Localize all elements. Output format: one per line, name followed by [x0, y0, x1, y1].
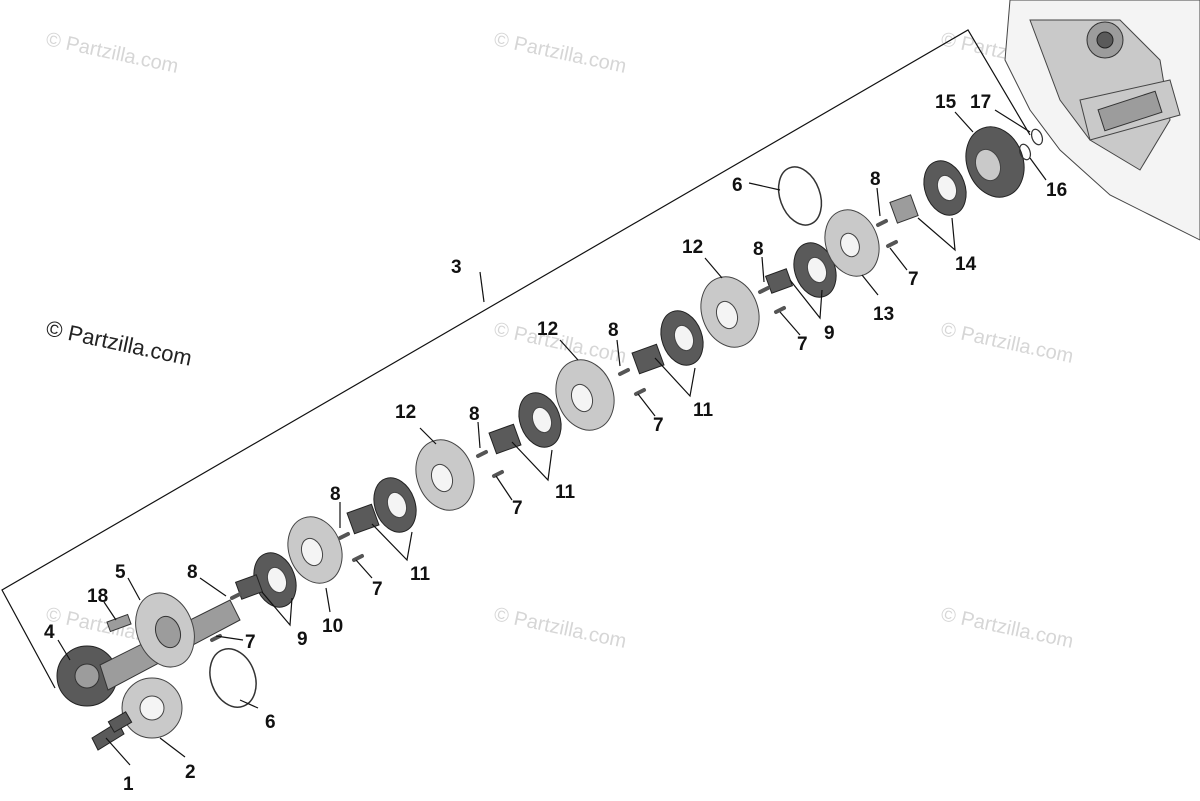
callout-8-e: 8: [753, 239, 764, 260]
callout-1: 1: [123, 774, 134, 795]
housing-13: [824, 209, 880, 277]
callout-11-a: 11: [410, 564, 431, 585]
callout-13: 13: [873, 304, 894, 325]
callout-8-a: 8: [187, 562, 198, 583]
callout-6-lower: 6: [265, 712, 276, 733]
rotor-9-upper: [764, 242, 837, 298]
housing-12-3: [700, 276, 760, 348]
callout-8-f: 8: [870, 169, 881, 190]
watermark-bottom-right: © Partzilla.com: [939, 603, 1075, 653]
callout-7-a: 7: [245, 632, 256, 653]
callout-2: 2: [185, 762, 196, 783]
rotor-11-2: [488, 392, 562, 455]
callout-4: 4: [44, 622, 55, 643]
callout-8-c: 8: [469, 404, 480, 425]
callout-12-c: 12: [682, 237, 703, 258]
callout-14: 14: [955, 254, 977, 275]
callout-12-b: 12: [537, 319, 558, 340]
callout-7-e: 7: [797, 334, 808, 355]
callout-8-b: 8: [330, 484, 341, 505]
housing-12-1: [415, 439, 475, 511]
callout-9-lower: 9: [297, 629, 308, 650]
o-ring-6-upper: [777, 166, 823, 226]
engine-housing: [1004, 0, 1200, 241]
callout-labels: 1 2 3 4 5 6 6 7 7 7 7 7 7 8 8 8 8 8 8 9 …: [44, 92, 1067, 795]
callout-9-upper: 9: [824, 323, 835, 344]
callout-3: 3: [451, 257, 462, 278]
callout-10: 10: [322, 616, 343, 637]
watermark-main: © Partzilla.com: [44, 315, 194, 370]
callout-12-a: 12: [395, 402, 416, 423]
bolt-1: [91, 711, 133, 751]
callout-16: 16: [1046, 180, 1067, 201]
callout-11-c: 11: [693, 400, 714, 421]
watermark-mid-right: © Partzilla.com: [939, 318, 1075, 368]
ring-17: [1030, 128, 1044, 146]
watermark-top-center: © Partzilla.com: [492, 28, 628, 78]
watermark-top-left: © Partzilla.com: [44, 28, 180, 78]
bolt-18: [106, 613, 132, 633]
callout-7-c: 7: [512, 498, 523, 519]
callout-17: 17: [970, 92, 991, 113]
callout-6-upper: 6: [732, 175, 743, 196]
rotor-14: [889, 160, 967, 224]
watermark-bottom-center: © Partzilla.com: [492, 603, 628, 653]
rotor-11-3: [631, 310, 704, 375]
gear-2: [121, 677, 183, 739]
callout-11-b: 11: [555, 482, 576, 503]
callout-15: 15: [935, 92, 957, 113]
parts-layer: [56, 126, 1044, 751]
rotor-9-lower: [234, 552, 297, 608]
rotor-11-1: [346, 477, 417, 535]
pins: [210, 219, 898, 642]
leader-lines: [57, 109, 1047, 766]
housing-10: [287, 516, 343, 584]
callout-7-d: 7: [653, 415, 664, 436]
callout-18: 18: [87, 586, 108, 607]
callout-5: 5: [115, 562, 126, 583]
watermark-layer: © Partzilla.com © Partzilla.com © Partzi…: [44, 28, 1075, 653]
housing-12-2: [555, 359, 615, 431]
cover-5: [135, 592, 195, 668]
callout-7-f: 7: [908, 269, 919, 290]
housing-15: [965, 126, 1025, 198]
callout-7-b: 7: [372, 579, 383, 600]
assembly-bracket: [1, 29, 1031, 689]
o-ring-6-lower: [209, 648, 257, 708]
callout-8-d: 8: [608, 320, 619, 341]
ring-16: [1018, 143, 1032, 161]
